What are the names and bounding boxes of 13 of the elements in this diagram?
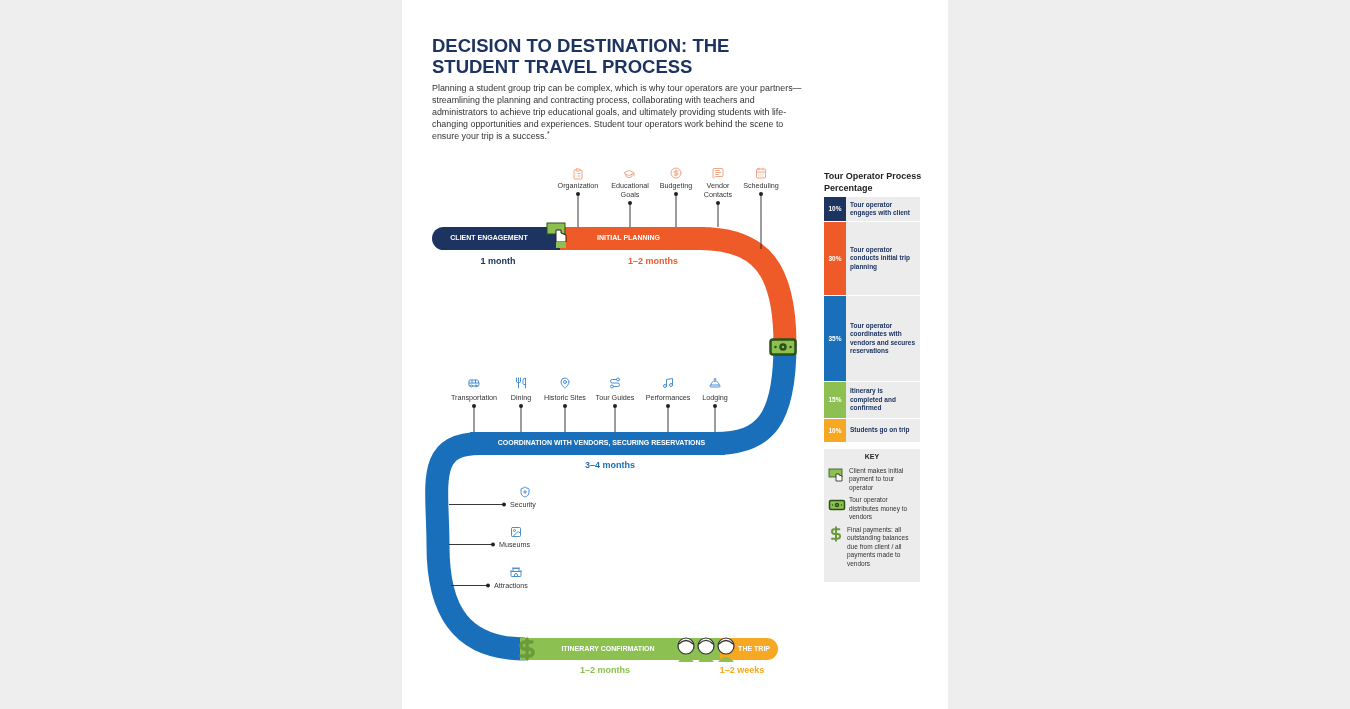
percentage-row xyxy=(824,222,920,295)
chart-heading: Tour Operator Process Percentage xyxy=(824,170,923,194)
duration-label: 3–4 months xyxy=(585,459,635,472)
percentage-row xyxy=(824,197,920,221)
duration-label: 1 month xyxy=(480,255,516,268)
intro-paragraph: Planning a student group trip can be complex, which is why tour operators are your partners—streamlining the planning and contracting process, collaborating with teachers and administrators to achieve trip educational goals, and ultimately providing students with life-changing opportunities and experiences. Student tour operators work behind the scene to ensure your trip is a success.$^{*}$ xyxy=(432,82,803,142)
duration-label: 1–2 months xyxy=(628,255,678,268)
percentage-row xyxy=(824,296,920,381)
percentage-row xyxy=(824,419,920,442)
duration-label: 1–2 months xyxy=(580,664,630,677)
percentage-row xyxy=(824,382,920,418)
title: DECISION TO DESTINATION: THE STUDENT TRAVEL PROCESS xyxy=(432,35,731,77)
duration-label: 1–2 weeks xyxy=(719,664,765,677)
